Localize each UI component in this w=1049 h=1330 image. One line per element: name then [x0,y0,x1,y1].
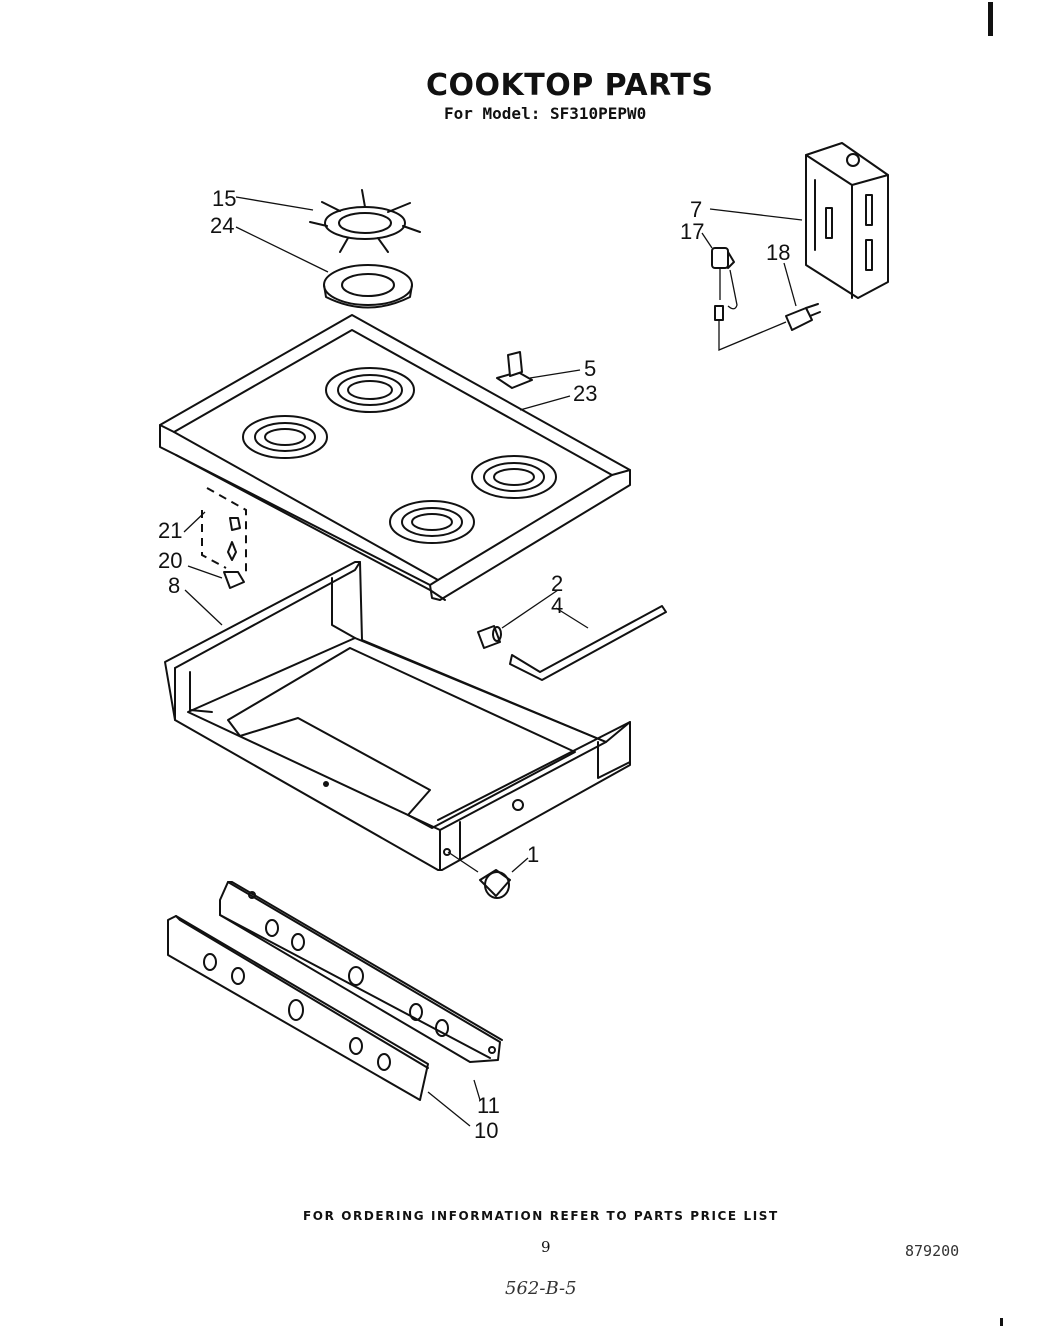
callout-17: 17 [680,219,704,244]
leader-lines [183,196,803,1127]
power-cord-part [785,303,821,331]
scan-mark-top [988,2,993,36]
orifice-part [477,625,502,649]
burner-grate-part [309,189,421,253]
callout-7: 7 [690,197,702,222]
switch-part [711,247,787,351]
callout-10: 10 [474,1118,498,1143]
document-code: 879200 [905,1242,960,1260]
callout-4: 4 [551,593,563,618]
page-title: COOKTOP PARTS [426,68,714,103]
callout-5: 5 [584,356,596,381]
callout-23: 23 [573,381,597,406]
control-knob-part [447,851,511,899]
callout-2: 2 [551,571,563,596]
burner-cap-part [323,264,413,309]
burner-opening-front-left [242,415,328,459]
manifold-panel-part [219,881,503,1063]
burner-opening-rear-right [471,455,557,499]
cooktop-surface-part [159,314,631,601]
callout-1: 1 [527,842,539,867]
burner-opening-rear-left [325,367,415,413]
ordering-info-note: FOR ORDERING INFORMATION REFER TO PARTS … [303,1209,779,1223]
callout-15: 15 [212,186,236,211]
callout-8: 8 [168,573,180,598]
junction-box-part [805,142,889,299]
scan-mark-bottom [1000,1318,1003,1326]
burner-box-part [164,561,631,871]
burner-opening-front-right [389,500,475,544]
callout-18: 18 [766,240,790,265]
model-subtitle: For Model: SF310PEPW0 [444,104,647,123]
cooktop-clip-part [496,351,533,389]
terminal-block-part [201,487,247,589]
burner-tube-part [509,605,667,681]
callout-20: 20 [158,548,182,573]
callout-24: 24 [210,213,234,238]
handwritten-note: 562-B-5 [505,1278,577,1299]
page-number: 9 [541,1238,551,1256]
callout-11: 11 [477,1093,500,1118]
callout-21: 21 [158,518,182,543]
control-panel-part [167,915,429,1101]
